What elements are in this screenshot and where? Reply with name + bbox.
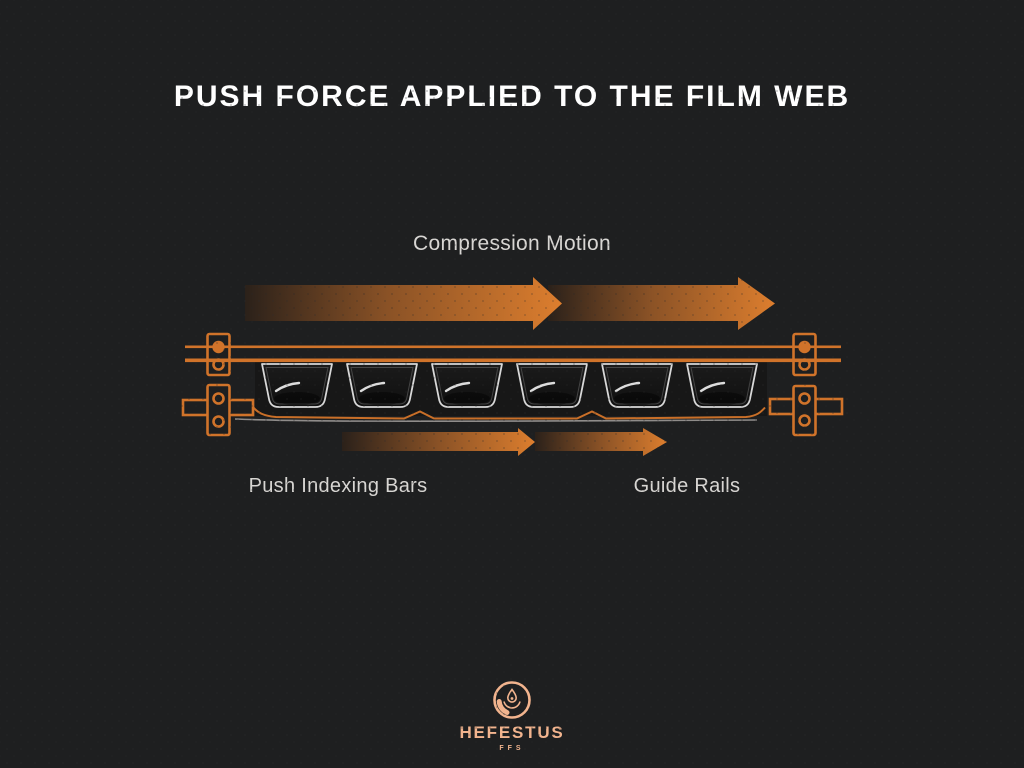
hefestus-logo-icon [493, 681, 531, 719]
compression-arrow-left [245, 277, 562, 330]
push-arrow-left [342, 428, 535, 456]
push-arrow-right [535, 428, 667, 456]
film-web [234, 406, 766, 422]
tray [345, 362, 419, 409]
compression-arrow-right [548, 277, 775, 330]
push-indexing-bars-label: Push Indexing Bars [248, 475, 428, 497]
fixture-right [768, 332, 844, 437]
brand-subtitle: FFS [499, 745, 525, 752]
machine-body-band [255, 360, 767, 416]
tray [600, 362, 674, 409]
guide-rails-label: Guide Rails [633, 475, 741, 497]
tray [260, 362, 334, 409]
tray [515, 362, 589, 409]
tray [685, 362, 759, 409]
tray [430, 362, 504, 409]
brand-name: HEFESTUS [459, 723, 565, 742]
page-title: PUSH FORCE APPLIED TO THE FILM WEB [173, 80, 851, 113]
fixture-left [181, 332, 255, 437]
compression-motion-label: Compression Motion [413, 232, 611, 255]
guide-rails [185, 345, 841, 363]
brand-footer: HEFESTUS FFS [0, 679, 1024, 752]
